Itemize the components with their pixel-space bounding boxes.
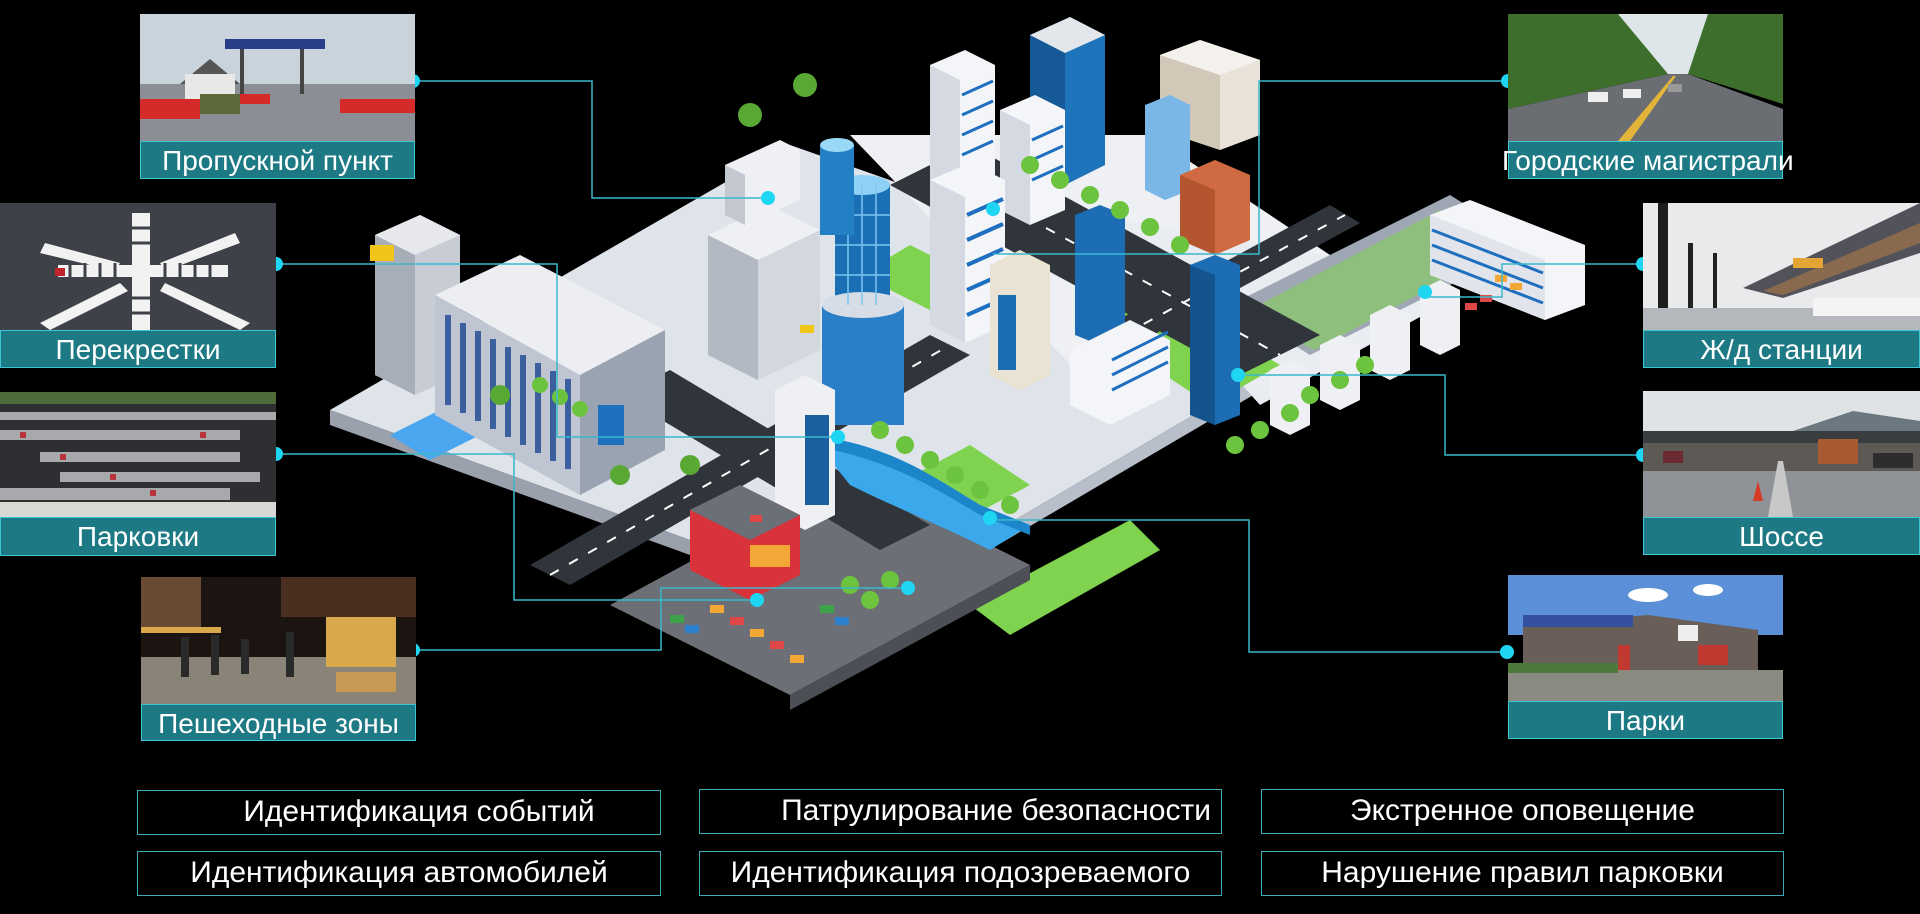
scenario-label: Пешеходные зоны (141, 704, 416, 741)
scenario-card-checkpoint[interactable]: Пропускной пункт (140, 14, 415, 179)
railway-station-photo (1643, 203, 1920, 330)
connector-dot (831, 430, 845, 444)
police-checkpoint-photo (140, 14, 415, 141)
feature-emergency-alert: Экстренное оповещение (1261, 789, 1784, 834)
scenario-card-motorway[interactable]: Шоссе (1643, 391, 1920, 555)
connector-dot (901, 581, 915, 595)
feature-security-patrol: Патрулирование безопасности (699, 789, 1222, 834)
scenario-label: Парки (1508, 701, 1783, 739)
connector-dot (986, 202, 1000, 216)
connector-dot (1500, 645, 1514, 659)
scenario-label: Городские магистрали (1502, 141, 1794, 179)
tree-lined-avenue-photo (1508, 14, 1783, 141)
scenario-label: Перекрестки (0, 330, 276, 368)
connector-dot (761, 191, 775, 205)
feature-event-identification: Идентификация событий (137, 790, 661, 835)
scenario-card-parking[interactable]: Парковки (0, 392, 276, 556)
feature-vehicle-identification: Идентификация автомобилей (137, 851, 661, 896)
scenario-card-intersections[interactable]: Перекрестки (0, 203, 276, 368)
connector-dot (983, 511, 997, 525)
scenario-card-pedestrian[interactable]: Пешеходные зоны (141, 577, 416, 741)
crosswalk-intersection-photo (0, 203, 276, 330)
scenario-card-highways[interactable]: Городские магистрали (1502, 14, 1794, 179)
scenario-label: Пропускной пункт (140, 141, 415, 179)
scenario-label: Ж/д станции (1643, 330, 1920, 368)
scenario-label: Шоссе (1643, 517, 1920, 555)
toll-station-photo (1643, 391, 1920, 517)
shopping-plaza-photo (1508, 575, 1783, 701)
parking-lot-photo (0, 392, 276, 517)
connector-dot (1418, 285, 1432, 299)
connector-dot (1231, 368, 1245, 382)
scenario-label: Парковки (0, 517, 276, 556)
feature-suspect-identification: Идентификация подозреваемого (699, 851, 1222, 896)
feature-parking-violation: Нарушение правил парковки (1261, 851, 1784, 896)
scenario-card-parks[interactable]: Парки (1508, 575, 1783, 739)
scenario-label-text: Городские магистрали (1502, 145, 1794, 176)
isometric-city-illustration (330, 5, 1590, 765)
connector-dot (750, 593, 764, 607)
night-street-market-photo (141, 577, 416, 704)
scenario-card-railway[interactable]: Ж/д станции (1643, 203, 1920, 368)
